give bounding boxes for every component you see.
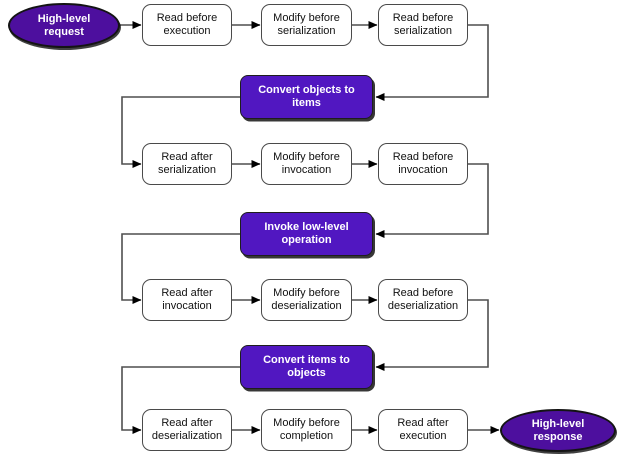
step-label: Modify before serialization	[273, 12, 340, 37]
step-modify-before-invocation: Modify before invocation	[261, 143, 352, 185]
stage-label: Convert items to objects	[263, 354, 350, 379]
step-modify-before-serialization: Modify before serialization	[261, 4, 352, 46]
end-terminal-label: High-level response	[531, 417, 585, 443]
edge-step9-stage3	[375, 299, 489, 371]
step-label: Modify before completion	[273, 417, 340, 442]
step-label: Read before invocation	[392, 151, 454, 176]
edge-stage3-step10	[121, 366, 240, 434]
edge-stage1-step4	[121, 96, 240, 168]
step-read-before-deserialization: Read before deserialization	[378, 279, 468, 321]
step-read-before-execution: Read before execution	[142, 4, 232, 46]
step-read-after-execution: Read after execution	[378, 409, 468, 451]
end-terminal: High-level response	[500, 409, 616, 452]
stage-label: Convert objects to items	[258, 84, 355, 109]
step-label: Modify before invocation	[273, 151, 340, 176]
step-label: Read before serialization	[392, 12, 454, 37]
step-read-before-serialization: Read before serialization	[378, 4, 468, 46]
step-label: Read after invocation	[161, 287, 213, 312]
step-label: Read after execution	[397, 417, 449, 442]
step-label: Read before deserialization	[387, 287, 459, 312]
step-label: Modify before deserialization	[271, 287, 342, 312]
stage-convert-items-to-objects: Convert items to objects	[240, 345, 373, 389]
step-modify-before-completion: Modify before completion	[261, 409, 352, 451]
step-modify-before-deserialization: Modify before deserialization	[261, 279, 352, 321]
step-label: Read after serialization	[157, 151, 217, 176]
stage-invoke-low-level-operation: Invoke low-level operation	[240, 212, 373, 256]
step-read-after-deserialization: Read after deserialization	[142, 409, 232, 451]
stage-label: Invoke low-level operation	[264, 221, 349, 246]
edge-stage2-step7	[121, 233, 240, 304]
edge-step3-stage1	[375, 24, 489, 101]
step-read-after-invocation: Read after invocation	[142, 279, 232, 321]
start-terminal: High-level request	[8, 3, 120, 48]
step-label: Read before execution	[156, 12, 218, 37]
step-label: Read after deserialization	[151, 417, 223, 442]
step-read-before-invocation: Read before invocation	[378, 143, 468, 185]
start-terminal-label: High-level request	[37, 12, 91, 38]
edge-step6-stage2	[375, 163, 489, 238]
stage-convert-objects-to-items: Convert objects to items	[240, 75, 373, 119]
step-read-after-serialization: Read after serialization	[142, 143, 232, 185]
